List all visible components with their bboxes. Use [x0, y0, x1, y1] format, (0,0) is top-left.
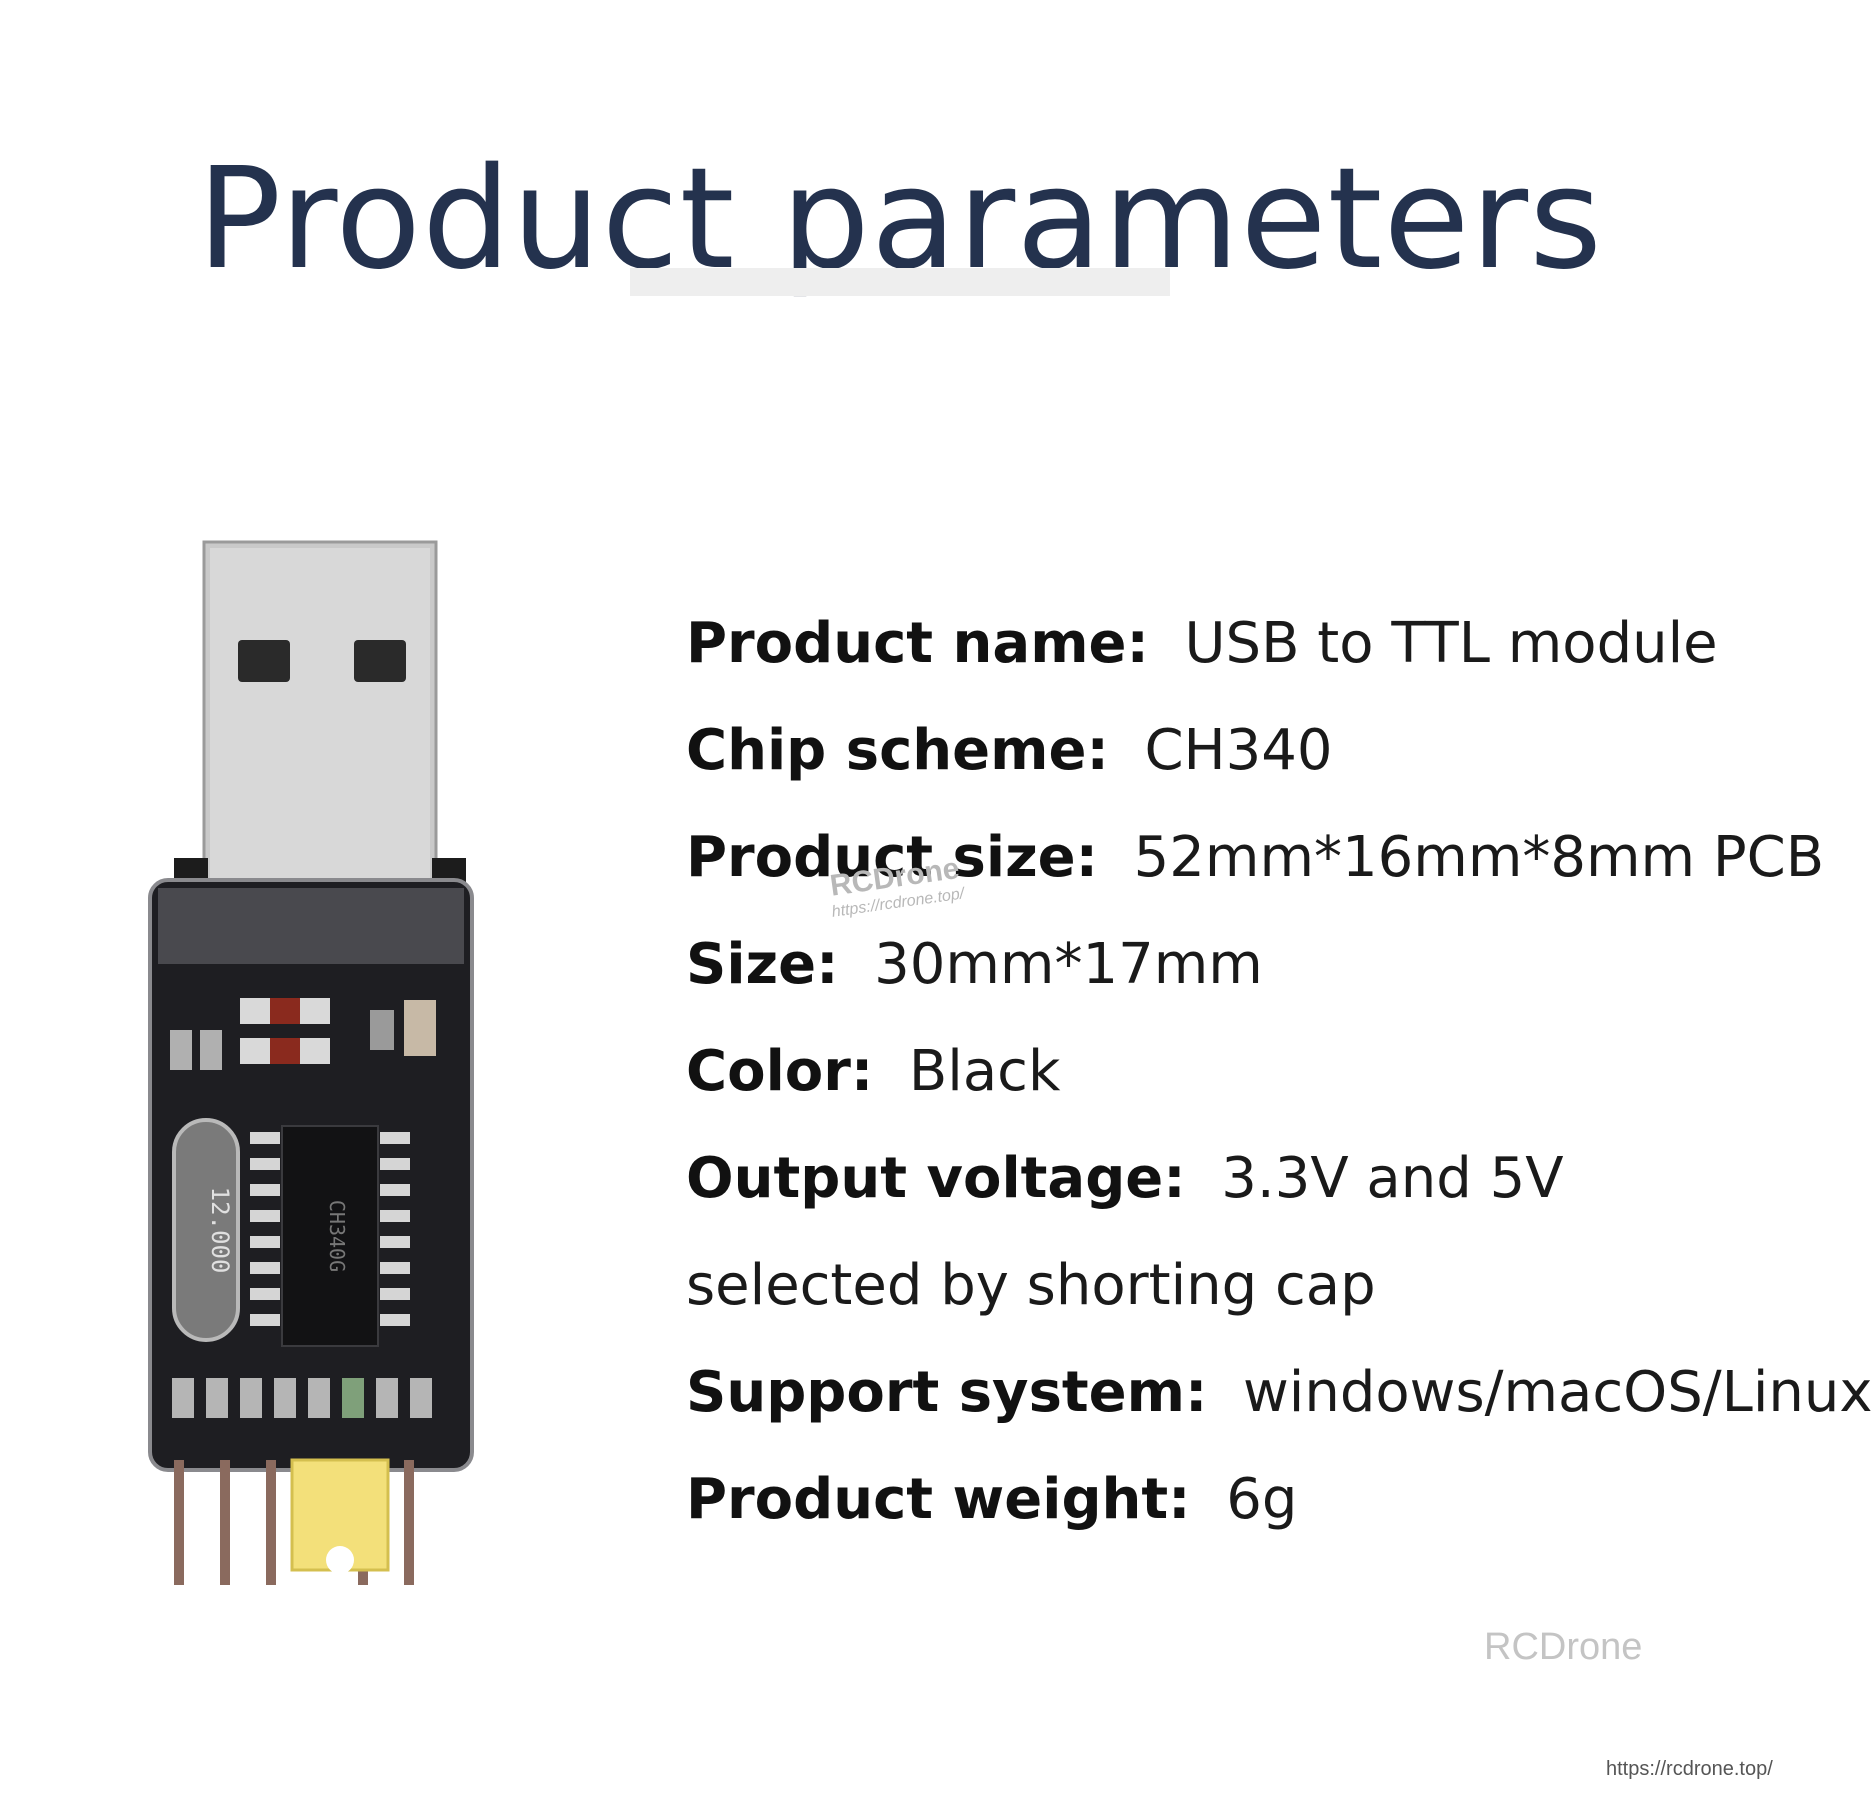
param-label: Color: [686, 1039, 874, 1104]
usb-plug-window-right [354, 640, 406, 682]
param-chip-scheme: Chip scheme: CH340 [686, 697, 1766, 804]
param-product-size: Product size: 52mm*16mm*8mm PCB [686, 804, 1824, 911]
param-label: Product weight: [686, 1467, 1191, 1532]
crystal-oscillator [172, 1118, 240, 1342]
param-label: Size: [686, 932, 839, 997]
param-value: 52mm*16mm*8mm PCB [1133, 825, 1825, 890]
usb-ttl-module-image: 12.000 CH340G [148, 540, 474, 1585]
usb-plug-window-left [238, 640, 290, 682]
param-size: Size: 30mm*17mm [686, 911, 1766, 1018]
param-value: USB to TTL module [1184, 611, 1718, 676]
chip-label: CH340G [325, 1200, 349, 1272]
source-url: https://rcdrone.top/ [1606, 1758, 1773, 1780]
param-value: windows/macOS/Linux [1243, 1360, 1873, 1425]
brand-watermark: RCDrone [1484, 1626, 1643, 1668]
param-value: Black [908, 1039, 1061, 1104]
param-label: Support system: [686, 1360, 1208, 1425]
param-product-weight: Product weight: 6g [686, 1446, 1766, 1553]
param-product-name: Product name: USB to TTL module [686, 590, 1766, 697]
crystal-label: 12.000 [206, 1187, 234, 1274]
param-output-voltage: Output voltage: 3.3V and 5V selected by … [686, 1125, 1766, 1339]
page-title: Product parameters [196, 138, 1604, 301]
param-support-system: Support system: windows/macOS/Linux [686, 1339, 1873, 1446]
param-value: 6g [1226, 1467, 1298, 1532]
param-label: Chip scheme: [686, 718, 1109, 783]
param-value: CH340 [1144, 718, 1333, 783]
ch340-chip [281, 1125, 379, 1347]
param-value: 30mm*17mm [874, 932, 1263, 997]
parameter-list: Product name: USB to TTL module Chip sch… [686, 590, 1873, 1553]
param-color: Color: Black [686, 1018, 1766, 1125]
chip-pins-right [380, 1132, 410, 1326]
chip-pins-left [250, 1132, 280, 1326]
resistor-row [172, 1378, 432, 1418]
param-label: Product name: [686, 611, 1149, 676]
param-value: 3.3V and 5V selected by shorting cap [686, 1146, 1564, 1318]
title-underline [630, 268, 1170, 296]
param-label: Output voltage: [686, 1146, 1186, 1211]
param-label: Product size: [686, 825, 1099, 890]
